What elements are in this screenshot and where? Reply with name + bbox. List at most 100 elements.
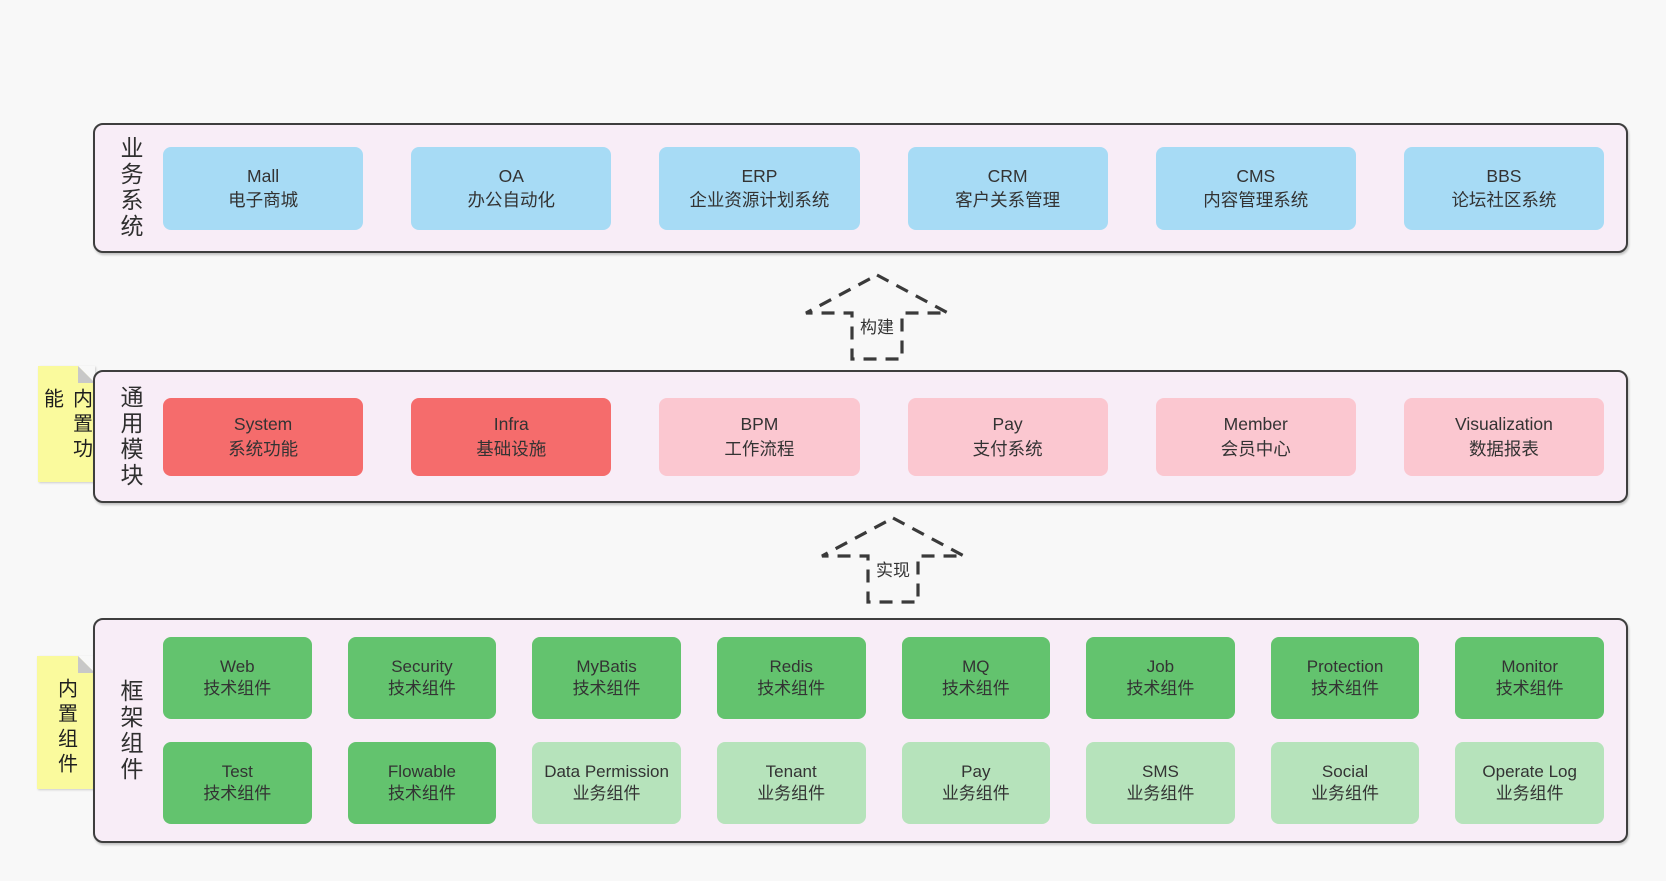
module-box-subtitle: 业务组件 [941,784,1010,803]
module-box-subtitle: 办公自动化 [467,190,556,210]
dashed-up-arrow-icon [805,273,949,361]
module-box-title: Operate Log [1482,761,1577,781]
module-box-title: SMS [1142,761,1179,781]
module-box-title: Visualization [1454,414,1553,435]
module-box-title: CRM [987,165,1028,186]
module-box-title: Pay [961,761,991,781]
sticky-note-builtin-features: 内置功能 [38,366,95,482]
module-box-test: Test 技术组件 [163,742,312,824]
module-box-title: Job [1146,656,1175,676]
module-box-title: Protection [1306,656,1384,676]
module-box-subtitle: 会员中心 [1220,438,1291,459]
module-box-erp: ERP 企业资源计划系统 [659,146,860,230]
module-box-subtitle: 工作流程 [724,438,795,459]
band-framework-components-label: 框架组件 [117,678,143,783]
module-box-title: Monitor [1501,656,1559,676]
module-box-subtitle: 技术组件 [387,784,456,803]
module-box-subtitle: 技术组件 [1495,679,1564,698]
module-box-mybatis: MyBatis 技术组件 [532,637,681,719]
module-box-title: Member [1223,414,1288,435]
module-box-subtitle: 技术组件 [572,679,641,698]
module-box-title: BPM [740,414,779,435]
module-box-title: Web [219,656,255,676]
module-box-title: CMS [1236,165,1276,186]
module-box-subtitle: 技术组件 [941,679,1010,698]
module-box-title: Flowable [387,761,456,781]
module-box-subtitle: 论坛社区系统 [1451,190,1557,210]
module-box-cms: CMS 内容管理系统 [1155,146,1356,230]
module-box-subtitle: 内容管理系统 [1203,190,1309,210]
sticky-note-label: 内置功能 [40,388,92,463]
arrow-up-implement: 实现 [818,514,968,606]
band-business-systems-label: 业务系统 [117,136,143,240]
module-box-title: Pay [992,414,1023,435]
module-box-visualization: Visualization 数据报表 [1403,397,1605,476]
module-box-title: Social [1321,761,1369,781]
module-box-subtitle: 技术组件 [1311,679,1380,698]
sticky-note-builtin-components: 内置组件 [37,656,95,789]
band-common-modules-label: 通用模块 [117,384,143,489]
module-box-data-permission: Data Permission 业务组件 [532,742,681,824]
module-box-subtitle: 业务组件 [1126,784,1195,803]
module-box-bpm: BPM 工作流程 [659,397,860,476]
module-box-flowable: Flowable 技术组件 [347,742,497,824]
module-box-subtitle: 技术组件 [387,679,456,698]
module-box-title: Security [391,656,453,676]
module-box-infra: Infra 基础设施 [411,397,612,476]
module-box-security: Security 技术组件 [347,637,497,719]
module-box-title: BBS [1486,165,1522,186]
module-box-social: Social 业务组件 [1270,742,1420,824]
module-box-title: Tenant [765,761,817,781]
module-box-subtitle: 企业资源计划系统 [689,190,830,210]
module-box-subtitle: 电子商城 [228,190,299,210]
module-box-subtitle: 技术组件 [203,784,272,803]
module-box-mq: MQ 技术组件 [901,637,1051,719]
framework-components-row-2: Test 技术组件 Flowable 技术组件 Data Permission 业务组件 T… [163,742,1604,824]
module-box-sms: SMS 业务组件 [1086,742,1235,824]
module-box-member: Member 会员中心 [1155,397,1356,476]
module-box-job: Job 技术组件 [1086,637,1235,719]
module-box-bbs: BBS 论坛社区系统 [1403,146,1605,230]
module-box-subtitle: 支付系统 [972,438,1043,459]
module-box-subtitle: 业务组件 [572,784,641,803]
module-box-title: ERP [741,165,778,186]
module-box-pay: Pay 业务组件 [901,742,1051,824]
module-box-operate-log: Operate Log 业务组件 [1455,742,1604,824]
arrow-up-build: 构建 [802,271,952,363]
module-box-subtitle: 技术组件 [1126,679,1195,698]
module-box-subtitle: 基础设施 [476,438,547,459]
module-box-oa: OA 办公自动化 [411,146,612,230]
module-box-title: MyBatis [576,656,637,676]
module-box-mall: Mall 电子商城 [163,146,364,230]
module-box-title: Data Permission [544,761,669,781]
module-box-title: Test [221,761,253,781]
module-box-pay: Pay 支付系统 [907,397,1108,476]
module-box-monitor: Monitor 技术组件 [1455,637,1604,719]
module-box-title: Infra [493,414,529,435]
sticky-note-label: 内置组件 [54,678,77,778]
module-box-title: Redis [769,656,813,676]
module-box-subtitle: 数据报表 [1468,438,1539,459]
module-box-title: Mall [247,165,280,186]
module-box-subtitle: 业务组件 [1495,784,1564,803]
module-box-subtitle: 技术组件 [757,679,826,698]
module-box-subtitle: 业务组件 [1311,784,1380,803]
dashed-up-arrow-icon [821,516,965,604]
module-box-title: OA [498,165,524,186]
module-box-protection: Protection 技术组件 [1270,637,1420,719]
module-box-title: MQ [962,656,990,676]
arrow-build-label: 构建 [858,313,896,338]
module-box-redis: Redis 技术组件 [716,637,866,719]
